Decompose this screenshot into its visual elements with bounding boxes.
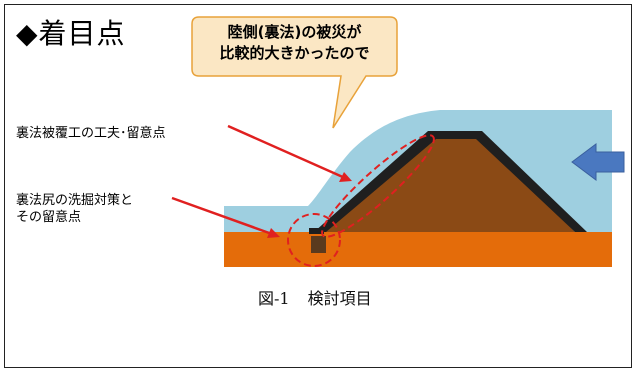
toe-annotation-line-1: 裏法尻の洗掘対策と	[16, 193, 134, 208]
toe-highlight-circle	[287, 213, 341, 267]
slope-annotation: 裏法被覆工の工夫･留意点	[16, 126, 166, 141]
ground-layer	[224, 232, 612, 267]
callout-line-2: 比較的大きかったので	[219, 44, 370, 62]
page-title: ◆着目点	[16, 17, 126, 50]
dike-body	[318, 136, 575, 232]
toe-annotation: 裏法尻の洗掘対策と その留意点	[16, 192, 133, 226]
toe-arrow-head	[267, 228, 280, 238]
flow-arrow-icon	[571, 143, 625, 181]
toe-foundation	[311, 236, 326, 253]
speech-callout: 陸側(裏法)の被災が 比較的大きかったので	[191, 16, 398, 129]
callout-line-1: 陸側(裏法)の被災が	[227, 23, 362, 41]
figure-number: 図-1	[258, 289, 290, 308]
callout-text: 陸側(裏法)の被災が 比較的大きかったので	[191, 22, 398, 64]
callout-bubble	[191, 16, 398, 129]
slope-arrow-head	[339, 172, 352, 182]
slope-highlight-ellipse	[321, 134, 435, 238]
revetment-lining	[314, 131, 587, 232]
figure-caption: 図-1 検討項目	[258, 285, 390, 309]
toe-arrow	[171, 196, 273, 236]
toe-annotation-line-2: その留意点	[16, 210, 82, 225]
slope-arrow	[227, 124, 346, 180]
figure-title: 検討項目	[307, 289, 372, 308]
toe-block	[309, 228, 324, 234]
